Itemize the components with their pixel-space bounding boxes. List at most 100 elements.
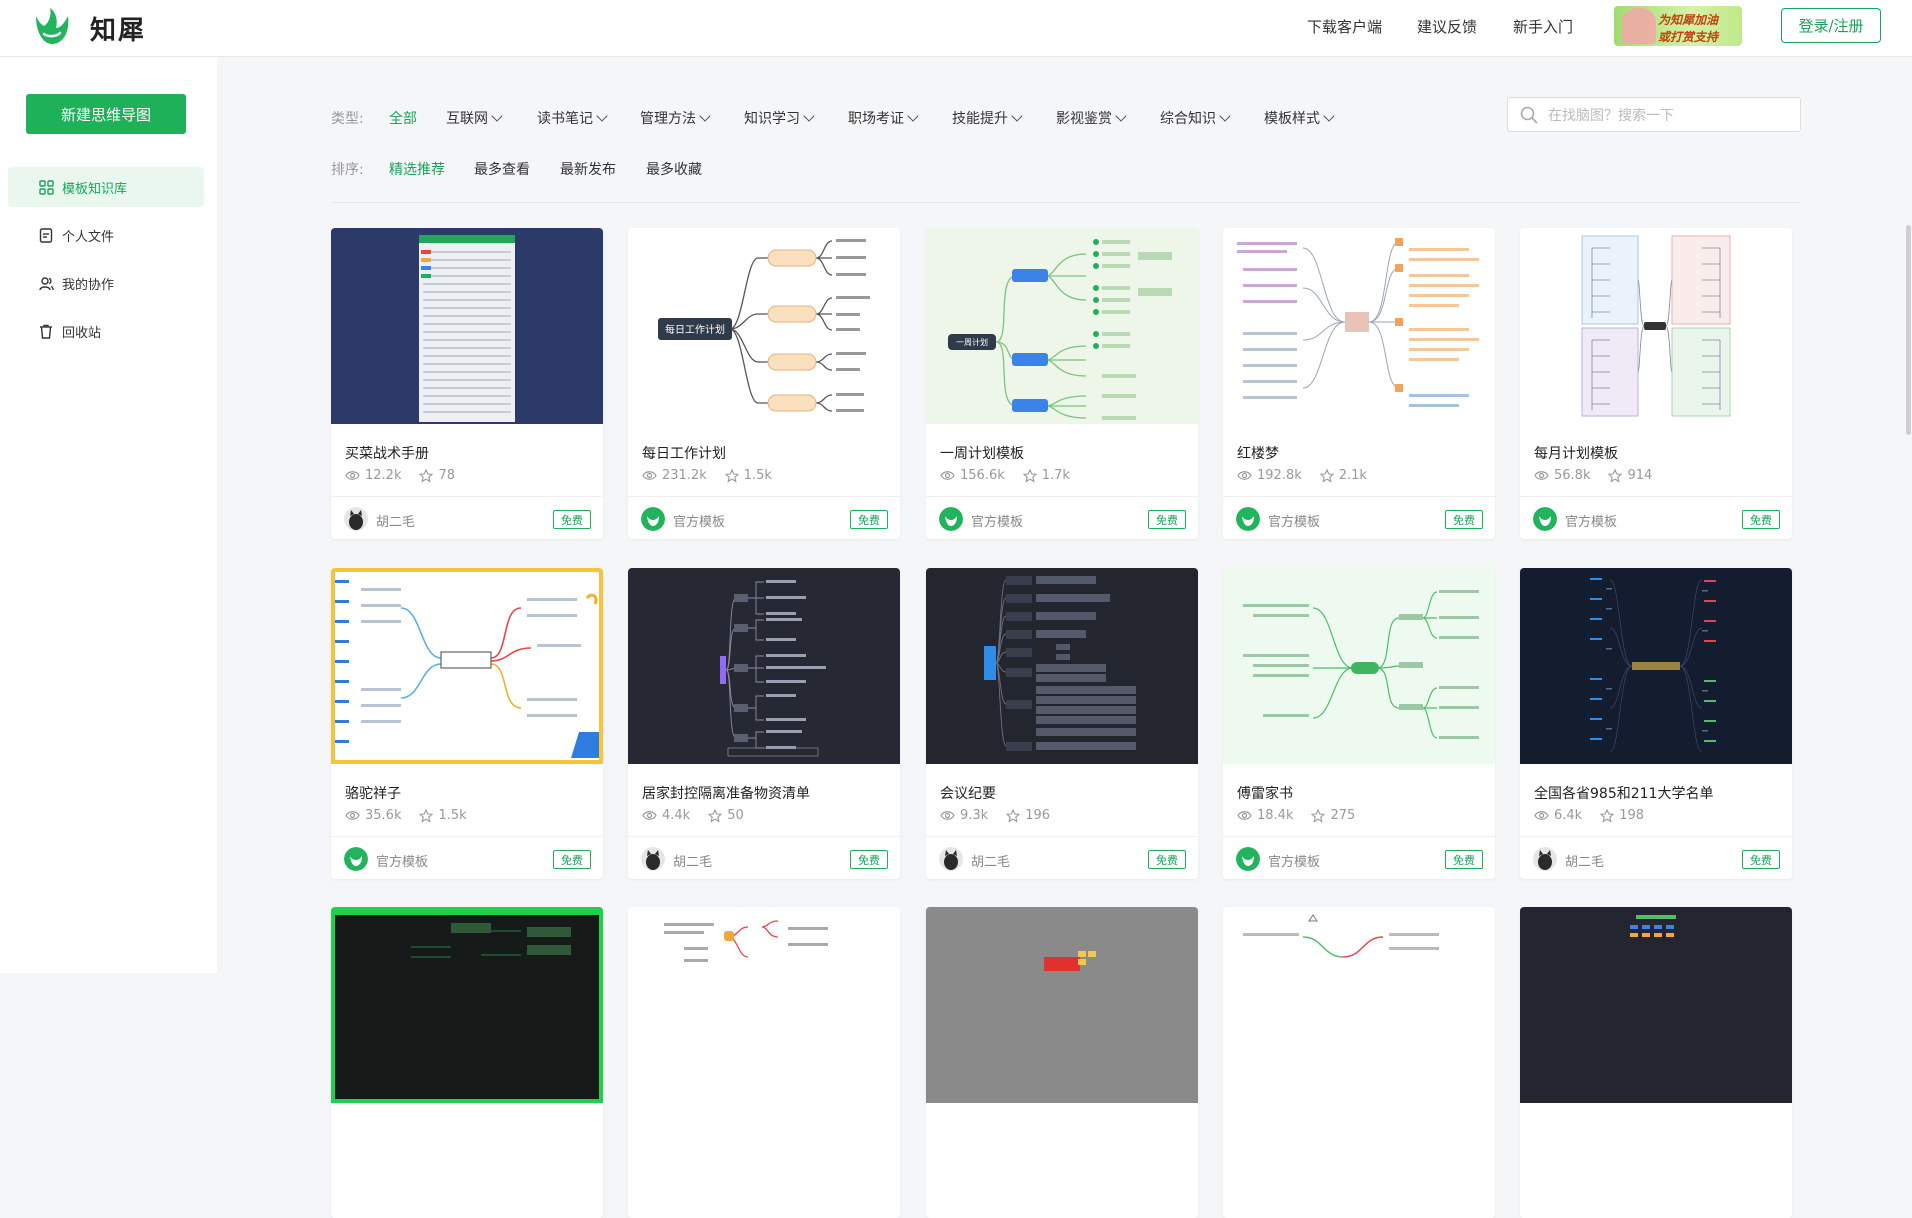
card-title[interactable]: 每日工作计划 [642,446,726,462]
template-thumbnail[interactable]: 一周计划 [926,228,1198,424]
template-card[interactable]: 骆驼祥子 35.6k 1.5k 官方模板 免费 [331,568,603,879]
template-card[interactable] [1223,907,1495,1218]
type-skill-improvement[interactable]: 技能提升 [952,108,1023,128]
sidebar-item-my-collaboration[interactable]: 我的协作 [8,263,204,303]
nav-beginner-guide[interactable]: 新手入门 [1513,18,1574,36]
type-label-text: 知识学习 [744,111,800,127]
sort-most-starred[interactable]: 最多收藏 [646,162,702,178]
new-mindmap-button[interactable]: 新建思维导图 [26,94,186,134]
filter-divider [331,202,1801,203]
official-logo-avatar-icon [344,847,368,871]
template-thumbnail[interactable] [926,907,1198,1103]
card-title[interactable]: 每月计划模板 [1534,446,1618,462]
grid-icon [38,179,54,195]
card-title[interactable]: 红楼梦 [1237,446,1279,462]
login-register-button[interactable]: 登录/注册 [1781,8,1881,43]
chevron-down-icon [491,110,503,122]
sidebar-item-recycle-bin[interactable]: 回收站 [8,311,204,351]
free-badge: 免费 [850,510,888,529]
template-card[interactable]: 买菜战术手册 12.2k 78 胡二毛 免费 [331,228,603,539]
mascot-icon [1622,8,1656,44]
brand-name[interactable]: 知犀 [90,16,147,46]
card-title[interactable]: 骆驼祥子 [345,786,401,802]
template-card[interactable]: 红楼梦 192.8k 2.1k 官方模板 免费 [1223,228,1495,539]
type-label-text: 模板样式 [1264,111,1320,127]
template-card[interactable]: 会议纪要 9.3k 196 胡二毛 免费 [926,568,1198,879]
sidebar-item-template-library[interactable]: 模板知识库 [8,167,204,207]
official-logo-avatar-icon [939,507,963,531]
type-all-label: 全部 [389,111,417,127]
nav-feedback[interactable]: 建议反馈 [1417,18,1478,36]
template-card[interactable]: 每月计划模板 56.8k 914 官方模板 免费 [1520,228,1792,539]
sort-featured[interactable]: 精选推荐 [389,162,445,178]
star-icon [708,808,723,823]
eye-icon [345,810,360,821]
template-thumbnail[interactable] [926,568,1198,764]
card-title[interactable]: 全国各省985和211大学名单 [1534,786,1714,802]
card-author: 胡二毛 [673,855,713,870]
star-count: 275 [1330,808,1356,823]
view-count: 6.4k [1554,808,1583,823]
star-count: 50 [727,808,744,823]
template-thumbnail[interactable] [628,568,900,764]
sidebar: 新建思维导图 模板知识库 个人文件 我的协作 [0,57,217,973]
type-template-style[interactable]: 模板样式 [1264,108,1335,128]
card-author: 官方模板 [971,515,1024,530]
rhino-logo-icon[interactable] [30,6,74,46]
template-thumbnail[interactable] [628,907,900,1103]
sort-newest[interactable]: 最新发布 [560,162,616,178]
type-knowledge-learning[interactable]: 知识学习 [744,108,815,128]
eye-icon [1534,810,1549,821]
card-stats: 6.4k 198 [1534,808,1644,823]
chevron-down-icon [1011,110,1023,122]
type-general-knowledge[interactable]: 综合知识 [1160,108,1231,128]
nav-download-client[interactable]: 下载客户端 [1307,18,1383,36]
official-logo-avatar-icon [1236,507,1260,531]
page-scrollbar[interactable] [1906,225,1911,435]
template-thumbnail[interactable] [1520,907,1792,1103]
card-author: 胡二毛 [1565,855,1605,870]
card-title[interactable]: 买菜战术手册 [345,446,429,462]
free-badge: 免费 [553,850,591,869]
template-thumbnail[interactable]: 每日工作计划 [628,228,900,424]
card-title[interactable]: 傅雷家书 [1237,786,1293,802]
type-reading-notes[interactable]: 读书笔记 [537,108,608,128]
template-thumbnail[interactable] [1223,228,1495,424]
search-icon[interactable] [1520,106,1538,124]
template-thumbnail[interactable] [1223,907,1495,1103]
template-thumbnail[interactable] [331,228,603,424]
template-card[interactable]: 全国各省985和211大学名单 6.4k 198 胡二毛 免费 [1520,568,1792,879]
type-label-text: 技能提升 [952,111,1008,127]
template-card[interactable] [1520,907,1792,1218]
free-badge: 免费 [1742,510,1780,529]
template-thumbnail[interactable] [1520,228,1792,424]
type-label-text: 读书笔记 [537,111,593,127]
type-management[interactable]: 管理方法 [640,108,711,128]
card-title[interactable]: 一周计划模板 [940,446,1024,462]
template-card[interactable] [331,907,603,1218]
support-banner[interactable]: 为知犀加油 或打赏支持 [1614,6,1742,46]
template-card[interactable] [628,907,900,1218]
template-card[interactable]: 居家封控隔离准备物资清单 4.4k 50 胡二毛 免费 [628,568,900,879]
template-card[interactable] [926,907,1198,1218]
template-thumbnail[interactable] [1223,568,1495,764]
template-thumbnail[interactable] [331,568,603,764]
type-film-review[interactable]: 影视鉴赏 [1056,108,1127,128]
star-icon [1311,808,1326,823]
template-card[interactable]: 一周计划 一周计划模板 156.6k 1.7k 官方模板 免费 [926,228,1198,539]
sort-most-viewed[interactable]: 最多查看 [474,162,530,178]
template-card[interactable]: 傅雷家书 18.4k 275 官方模板 免费 [1223,568,1495,879]
star-count: 1.5k [743,468,772,483]
template-card[interactable]: 每日工作计划 每日工作计划 231.2k 1.5k 官方模板 免费 [628,228,900,539]
type-career-exam[interactable]: 职场考证 [848,108,919,128]
template-thumbnail[interactable] [1520,568,1792,764]
type-all[interactable]: 全部 [389,108,417,128]
template-thumbnail[interactable] [331,907,603,1103]
type-internet[interactable]: 互联网 [446,108,503,128]
card-title[interactable]: 居家封控隔离准备物资清单 [642,786,810,802]
card-author: 胡二毛 [971,855,1011,870]
star-count: 1.7k [1041,468,1070,483]
sidebar-item-personal-files[interactable]: 个人文件 [8,215,204,255]
card-title[interactable]: 会议纪要 [940,786,996,802]
search-input[interactable] [1546,104,1790,128]
